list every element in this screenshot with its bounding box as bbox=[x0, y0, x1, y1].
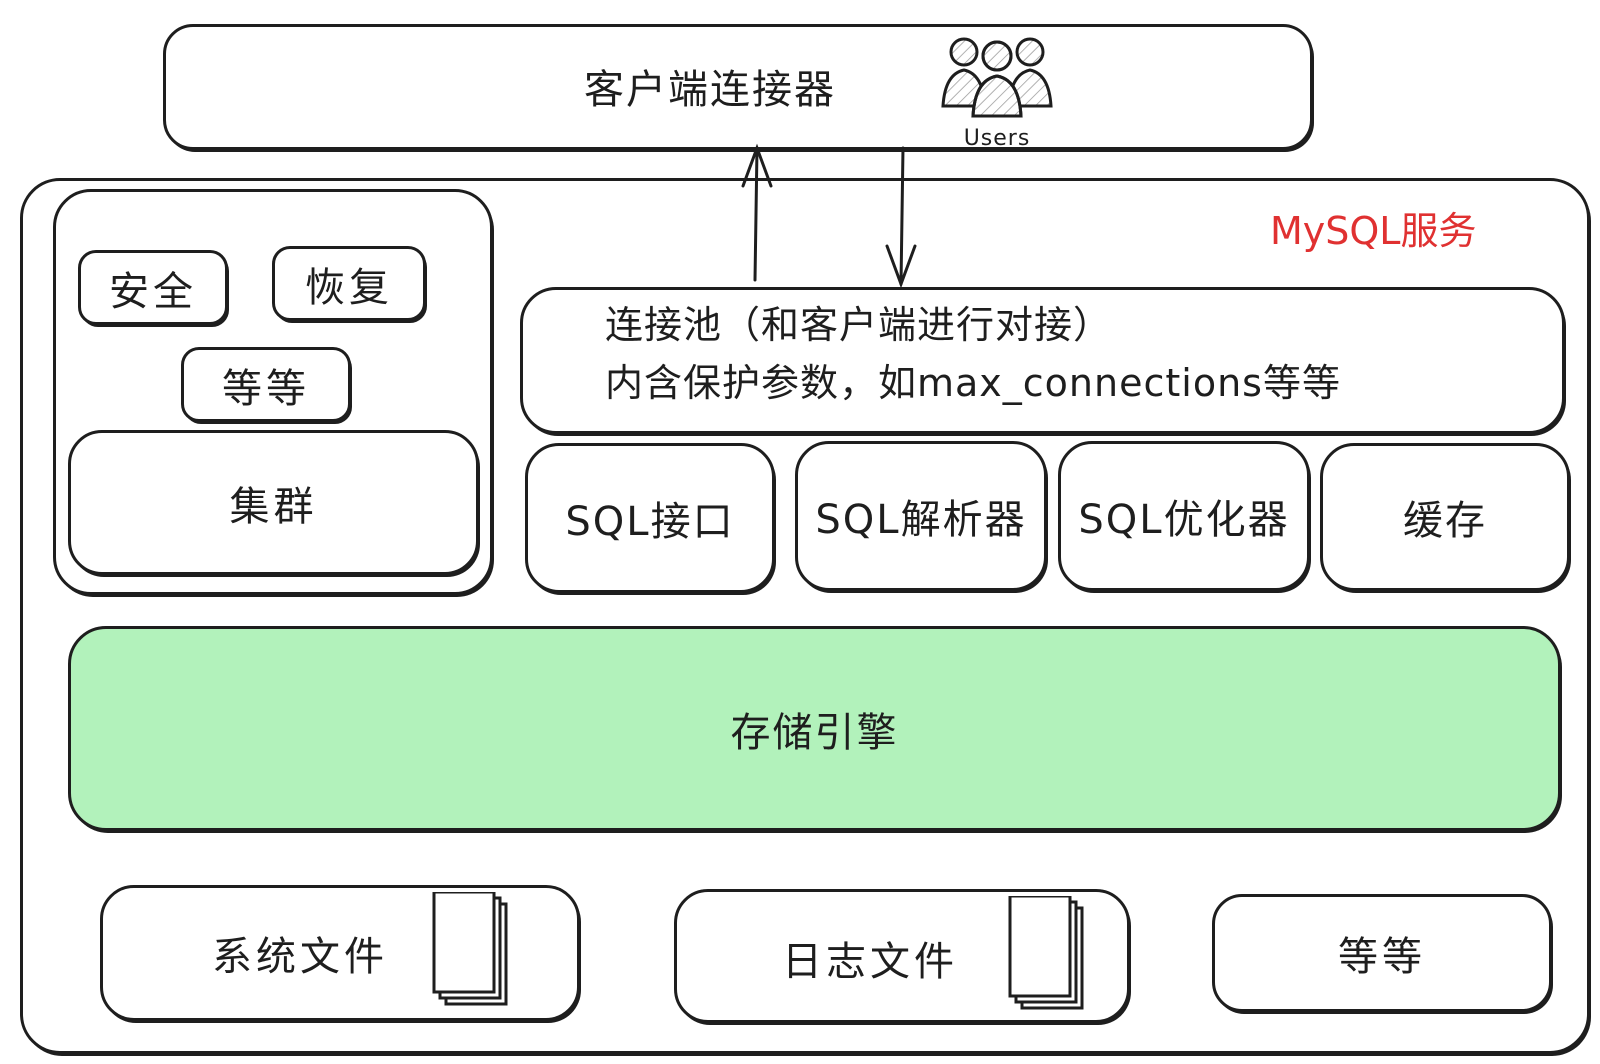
system-files-label: 系统文件 bbox=[212, 934, 388, 980]
sql-parser-box: SQL解析器 bbox=[795, 441, 1047, 591]
etc-box-left: 等等 bbox=[181, 347, 351, 422]
sql-interface-box: SQL接口 bbox=[525, 443, 775, 593]
etc-label-bottom: 等等 bbox=[1338, 934, 1426, 980]
recovery-box: 恢复 bbox=[272, 246, 426, 321]
etc-box-bottom: 等等 bbox=[1212, 894, 1552, 1012]
etc-label-left: 等等 bbox=[222, 365, 310, 412]
log-files-label: 日志文件 bbox=[782, 939, 958, 985]
arrow-down bbox=[885, 146, 917, 289]
connection-pool-text: 连接池（和客户端进行对接） 内含保护参数，如max_connections等等 bbox=[605, 296, 1505, 412]
recovery-label: 恢复 bbox=[305, 264, 393, 311]
document-icon bbox=[432, 892, 508, 1006]
security-box: 安全 bbox=[78, 250, 228, 325]
connection-pool-line1: 连接池（和客户端进行对接） bbox=[605, 303, 1113, 347]
storage-engine-box: 存储引擎 bbox=[68, 626, 1561, 831]
users-caption: Users bbox=[963, 126, 1031, 151]
connection-pool-box bbox=[520, 287, 1565, 434]
client-connector-label: 客户端连接器 bbox=[584, 67, 836, 113]
cache-box: 缓存 bbox=[1320, 443, 1570, 591]
sql-optimizer-box: SQL优化器 bbox=[1058, 441, 1310, 591]
cluster-label: 集群 bbox=[229, 483, 318, 530]
users-icon bbox=[941, 37, 1053, 118]
client-connector-box bbox=[163, 24, 1313, 150]
storage-engine-label: 存储引擎 bbox=[730, 709, 899, 756]
sql-interface-label: SQL接口 bbox=[565, 499, 735, 545]
connection-pool-line2: 内含保护参数，如max_connections等等 bbox=[605, 361, 1341, 405]
sql-parser-label: SQL解析器 bbox=[815, 497, 1027, 543]
document-icon bbox=[1008, 896, 1084, 1010]
cluster-box: 集群 bbox=[68, 430, 479, 575]
arrow-up bbox=[741, 143, 773, 282]
cache-label: 缓存 bbox=[1403, 498, 1487, 544]
sql-optimizer-label: SQL优化器 bbox=[1078, 497, 1290, 543]
mysql-service-title: MySQL服务 bbox=[1270, 209, 1477, 253]
security-label: 安全 bbox=[109, 268, 197, 315]
